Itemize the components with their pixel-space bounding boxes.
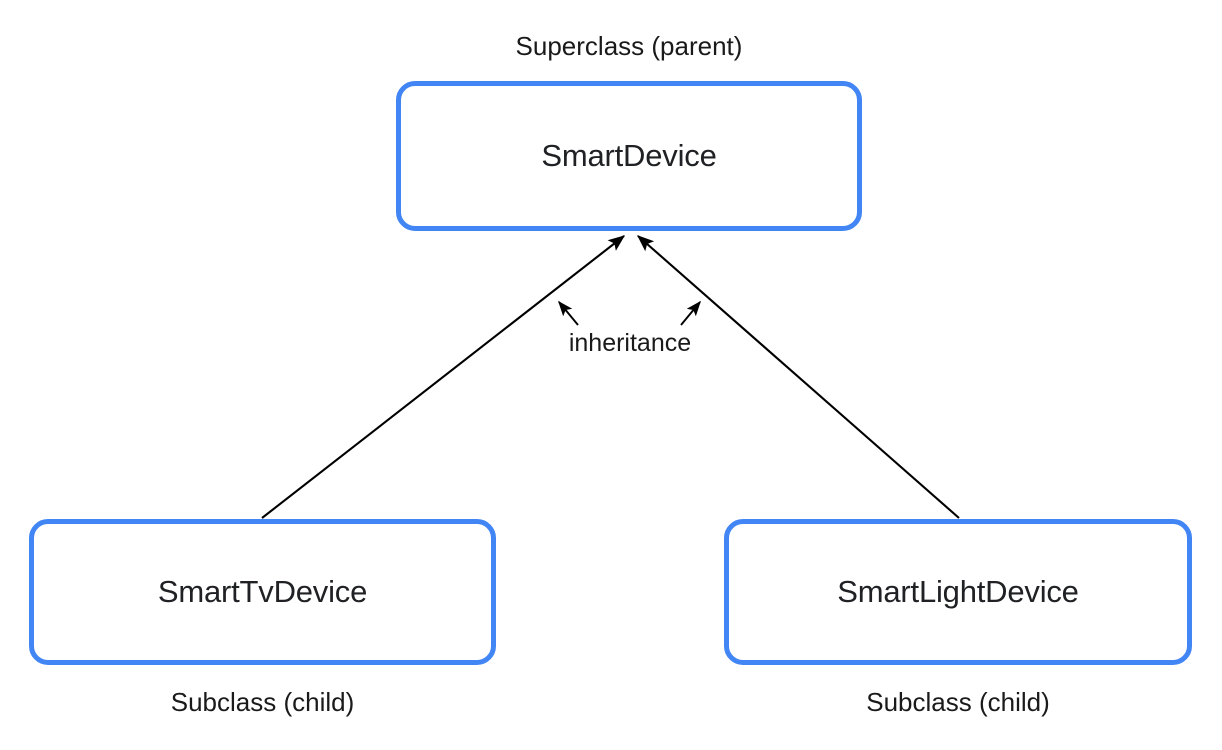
class-name-smartlightdevice: SmartLightDevice bbox=[837, 574, 1079, 609]
class-name-smartdevice: SmartDevice bbox=[541, 138, 717, 173]
class-box-smarttvdevice[interactable]: SmartTvDevice bbox=[29, 519, 496, 665]
leader-arrow-right-icon bbox=[680, 300, 701, 326]
edge-smartlightdevice-to-smartdevice bbox=[637, 235, 960, 519]
leader-arrow-left-icon bbox=[558, 300, 579, 326]
subclass-caption-smartlightdevice: Subclass (child) bbox=[866, 687, 1050, 717]
class-box-smartlightdevice[interactable]: SmartLightDevice bbox=[724, 519, 1192, 665]
class-box-smartdevice[interactable]: SmartDevice bbox=[396, 81, 862, 231]
edge-smarttvdevice-to-smartdevice bbox=[261, 235, 625, 519]
superclass-caption: Superclass (parent) bbox=[515, 31, 743, 61]
class-name-smarttvdevice: SmartTvDevice bbox=[157, 574, 368, 609]
inheritance-label: inheritance bbox=[568, 329, 692, 357]
subclass-caption-smarttvdevice: Subclass (child) bbox=[170, 687, 355, 717]
